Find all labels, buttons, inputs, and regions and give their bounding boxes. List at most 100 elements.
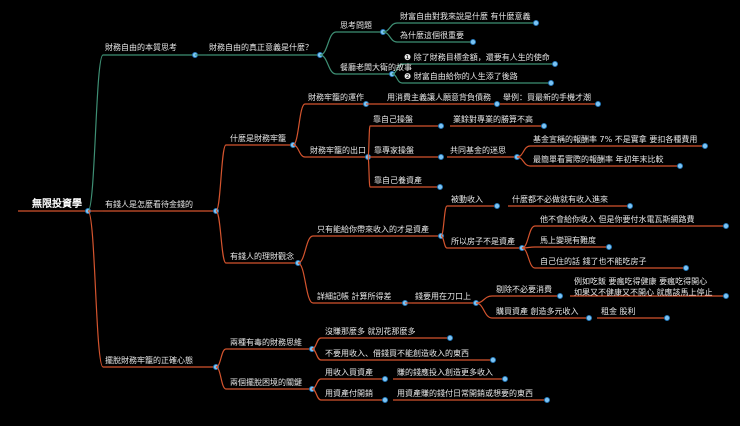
leaf-node[interactable]: 最簡單看實際的報酬率 年初年末比較: [533, 155, 664, 164]
leaf-node[interactable]: 例如吃飯 要瘋吃得健康 要瘋吃得開心: [574, 277, 708, 286]
connector-line: [367, 156, 371, 188]
topic-node[interactable]: 兩種有毒的財務思維: [230, 338, 302, 347]
leaf-node[interactable]: 他不會給你收入 但是你要付水電瓦斯網路費: [540, 215, 695, 224]
number-marker: ❶: [404, 53, 412, 62]
topic-node[interactable]: 什麼是財務牢籠: [230, 134, 286, 143]
expand-toggle-dot[interactable]: [664, 314, 671, 321]
expand-toggle-dot[interactable]: [723, 222, 730, 229]
topic-node[interactable]: 購買資產 創造多元收入: [496, 307, 579, 316]
topic-node[interactable]: 財務牢籠的出口: [310, 146, 366, 155]
expand-toggle-dot[interactable]: [381, 375, 388, 382]
leaf-node[interactable]: 靠自己養資產: [374, 176, 422, 185]
connector-line: [215, 348, 227, 368]
connector-line: [440, 205, 448, 237]
expand-toggle-dot[interactable]: [493, 202, 500, 209]
connector-line: [521, 247, 536, 269]
connector-line: [292, 144, 306, 158]
connector-line: [292, 103, 306, 146]
branch-node[interactable]: 財務自由的本質思考: [105, 43, 177, 52]
expand-toggle-dot[interactable]: [437, 123, 444, 130]
connector-line: [297, 262, 314, 304]
connector-line: [215, 210, 227, 264]
connector-line: [382, 31, 398, 43]
topic-node[interactable]: 用消費主義讓人願意背負債務: [387, 93, 491, 102]
leaf-node[interactable]: 業餘對專業的勝算不高: [453, 115, 533, 124]
connector-line: [475, 302, 493, 319]
topic-node[interactable]: 有錢人的理財觀念: [230, 252, 294, 261]
leaf-node[interactable]: 自己住的話 錢了也不能吃房子: [540, 257, 647, 266]
expand-toggle-dot[interactable]: [436, 183, 443, 190]
connector-line: [440, 235, 448, 249]
topic-node[interactable]: 被動收入: [451, 195, 483, 204]
topic-node[interactable]: 所以房子不是資產: [451, 237, 515, 246]
branch-connector: [87, 210, 104, 368]
connector-line: [215, 366, 227, 390]
leaf-node[interactable]: 不要用收入、借錢買不能創造收入的東西: [325, 349, 469, 358]
leaf-node[interactable]: 什麼都不必做就有收入進來: [512, 195, 608, 204]
leaf-node[interactable]: 如果又不健康又不開心 就應該馬上停止: [574, 288, 713, 297]
branch-connector: [87, 54, 104, 212]
connector-line: [311, 388, 322, 401]
expand-toggle-dot[interactable]: [683, 264, 690, 271]
expand-toggle-dot[interactable]: [627, 202, 634, 209]
topic-node[interactable]: 靠自己操盤: [373, 115, 413, 124]
expand-toggle-dot[interactable]: [586, 314, 593, 321]
topic-node[interactable]: 詳細記帳 計算所得差: [317, 292, 392, 301]
expand-toggle-dot[interactable]: [702, 142, 709, 149]
expand-toggle-dot[interactable]: [501, 375, 508, 382]
expand-toggle-dot[interactable]: [552, 61, 559, 68]
leaf-node[interactable]: 用資產賺的錢付日常開銷或想要的東西: [397, 389, 533, 398]
connector-line: [391, 73, 403, 84]
topic-node[interactable]: 錢要用在刀口上: [415, 292, 471, 301]
number-marker: ❷: [404, 72, 412, 81]
topic-node[interactable]: 只有能給你帶來收入的才是資產: [317, 225, 429, 234]
topic-node[interactable]: 共同基金的迷思: [450, 146, 506, 155]
connector-line: [319, 54, 337, 75]
expand-toggle-dot[interactable]: [446, 334, 453, 341]
leaf-node[interactable]: 財富自由對我來說是什麼 有什麼意義: [400, 12, 531, 21]
connector-line: [311, 348, 322, 361]
leaf-node[interactable]: 為什麼這個很重要: [400, 31, 464, 40]
leaf-text: 財富自由給你的人生添了後路: [413, 72, 518, 81]
expand-toggle-dot[interactable]: [437, 153, 444, 160]
mindmap-root[interactable]: 無限投資學: [32, 199, 82, 210]
connector-line: [516, 156, 531, 167]
leaf-node[interactable]: 基金宣稱的報酬率 7% 不是實拿 要扣各種費用: [533, 135, 698, 144]
expand-toggle-dot[interactable]: [677, 162, 684, 169]
leaf-node[interactable]: 賺的錢應投入創造更多收入: [397, 368, 493, 377]
expand-toggle-dot[interactable]: [595, 101, 602, 108]
expand-toggle-dot[interactable]: [557, 292, 564, 299]
expand-toggle-dot[interactable]: [544, 396, 551, 403]
topic-node[interactable]: 用資產付開銷: [325, 389, 373, 398]
topic-node[interactable]: 財務牢籠的運作: [308, 93, 364, 102]
expand-toggle-dot[interactable]: [723, 292, 730, 299]
topic-node[interactable]: 餐廳老闆大衛的故事: [340, 63, 412, 72]
topic-node[interactable]: 兩個擺脫困境的關鍵: [230, 378, 302, 387]
leaf-node[interactable]: ❶ 除了財務目標金額，還要有人生的使命: [404, 53, 550, 63]
connector-line: [367, 125, 371, 158]
topic-node[interactable]: 靠專家操盤: [374, 146, 414, 155]
expand-toggle-dot[interactable]: [381, 396, 388, 403]
connector-line: [521, 225, 536, 249]
expand-toggle-dot[interactable]: [548, 80, 555, 87]
leaf-node[interactable]: 沒賺那麼多 就別花那麼多: [325, 327, 416, 336]
branch-node[interactable]: 擺脫財務牢籠的正確心態: [105, 356, 193, 365]
leaf-node[interactable]: 租金 股利: [601, 307, 636, 316]
leaf-node[interactable]: 舉例：買最新的手機才潮: [503, 93, 591, 102]
expand-toggle-dot[interactable]: [469, 39, 476, 46]
expand-toggle-dot[interactable]: [493, 101, 500, 108]
expand-toggle-dot[interactable]: [533, 19, 540, 26]
connector-line: [215, 144, 227, 212]
expand-toggle-dot[interactable]: [606, 243, 613, 250]
leaf-node[interactable]: 馬上變現有難度: [540, 236, 596, 245]
topic-node[interactable]: 思考問題: [340, 21, 372, 30]
leaf-node[interactable]: ❷ 財富自由給你的人生添了後路: [404, 72, 518, 82]
topic-node[interactable]: 財務自由的真正意義是什麼？: [209, 43, 313, 52]
topic-node[interactable]: 用收入買資產: [325, 368, 373, 377]
expand-toggle-dot[interactable]: [541, 123, 548, 130]
branch-node[interactable]: 有錢人是怎麼看待金錢的: [105, 200, 193, 209]
topic-node[interactable]: 剔除不必要消費: [496, 285, 552, 294]
expand-toggle-dot[interactable]: [489, 356, 496, 363]
